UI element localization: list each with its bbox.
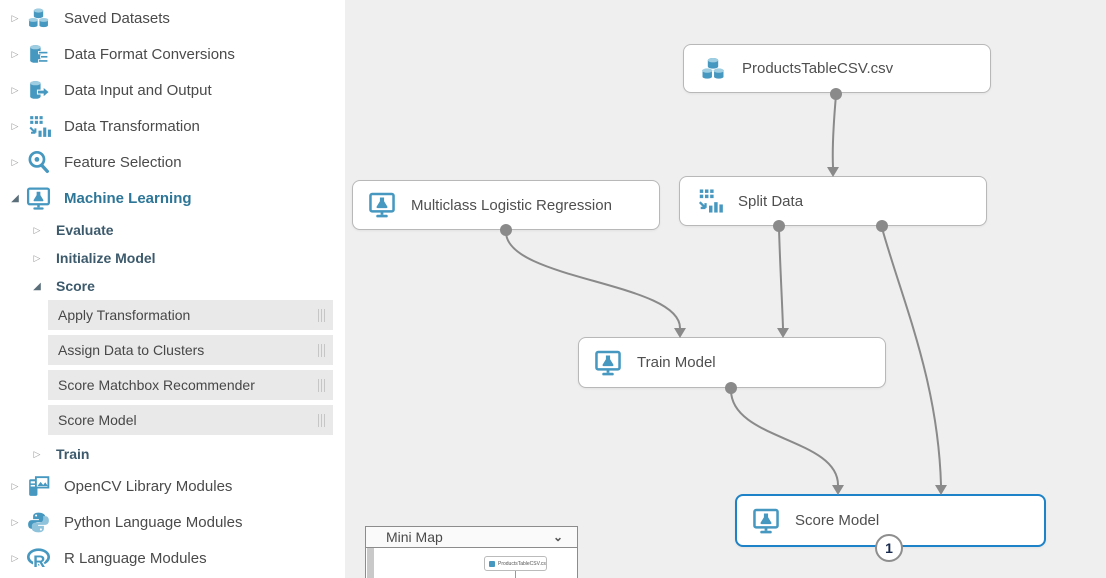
module-label: Apply Transformation <box>58 307 191 323</box>
module-assign-data-to-clusters[interactable]: Assign Data to Clusters <box>48 335 333 365</box>
chevron-down-icon[interactable]: ⌄ <box>552 530 563 544</box>
mini-map-title: Mini Map <box>386 529 443 545</box>
node-products-table-csv[interactable]: ProductsTableCSV.csv <box>683 44 991 93</box>
module-label: Score Model <box>58 412 137 428</box>
sidebar-item-feature-selection[interactable]: ▷ Feature Selection <box>0 144 345 180</box>
machine-learning-icon <box>593 348 623 378</box>
collapsed-arrow-icon: ▷ <box>33 252 41 263</box>
sidebar-item-evaluate[interactable]: ▷ Evaluate <box>0 216 345 244</box>
machine-learning-icon <box>751 506 781 536</box>
subcategory-label: Score <box>56 278 95 294</box>
expanded-arrow-icon: ◢ <box>33 280 41 292</box>
drag-grip-icon <box>318 308 325 322</box>
transformation-icon <box>24 112 52 140</box>
category-label: Data Transformation <box>64 117 200 135</box>
module-score-matchbox-recommender[interactable]: Score Matchbox Recommender <box>48 370 333 400</box>
module-label: Assign Data to Clusters <box>58 342 205 358</box>
subcategory-label: Evaluate <box>56 222 114 238</box>
subcategory-label: Train <box>56 446 90 462</box>
collapsed-arrow-icon: ▷ <box>33 224 41 235</box>
edge-splitdata-to-scoremodel <box>881 227 942 486</box>
python-icon <box>24 508 52 536</box>
sidebar-item-r-language-modules[interactable]: ▷ R R Language Modules <box>0 540 345 576</box>
mini-node-label: ProductsTableCSV.csv <box>498 560 547 567</box>
drag-grip-icon <box>318 343 325 357</box>
subcategory-label: Initialize Model <box>56 250 156 266</box>
collapsed-arrow-icon: ▷ <box>33 448 41 459</box>
sidebar-item-train[interactable]: ▷ Train <box>0 440 345 468</box>
mini-map-viewport[interactable]: ProductsTableCSV.csv <box>365 548 578 578</box>
category-label: OpenCV Library Modules <box>64 477 233 495</box>
dataset-icon <box>698 54 728 84</box>
sidebar-item-data-transformation[interactable]: ▷ Data Transformation <box>0 108 345 144</box>
collapsed-arrow-icon: ▷ <box>11 516 19 527</box>
sidebar-item-score[interactable]: ◢ Score <box>0 272 345 300</box>
sidebar-item-opencv-library-modules[interactable]: ▷ OpenCV Library Modules <box>0 468 345 504</box>
category-label: Feature Selection <box>64 153 182 171</box>
format-conversion-icon <box>24 40 52 68</box>
collapsed-arrow-icon: ▷ <box>11 552 19 563</box>
sidebar-item-data-input-output[interactable]: ▷ Data Input and Output <box>0 72 345 108</box>
drag-grip-icon <box>318 378 325 392</box>
mini-map-sidebar-strip <box>367 548 374 578</box>
sidebar-item-python-language-modules[interactable]: ▷ Python Language Modules <box>0 504 345 540</box>
collapsed-arrow-icon: ▷ <box>11 12 19 23</box>
collapsed-arrow-icon: ▷ <box>11 480 19 491</box>
sidebar-item-initialize-model[interactable]: ▷ Initialize Model <box>0 244 345 272</box>
mini-dataset-icon <box>489 560 495 567</box>
machine-learning-icon <box>24 184 52 212</box>
machine-learning-icon <box>367 190 397 220</box>
collapsed-arrow-icon: ▷ <box>11 156 19 167</box>
category-label: R Language Modules <box>64 549 207 567</box>
category-label: Saved Datasets <box>64 9 170 27</box>
edge-trainmodel-to-scoremodel <box>730 389 839 486</box>
collapsed-arrow-icon: ▷ <box>11 120 19 131</box>
mini-map-edge <box>515 571 516 578</box>
edge-mlr-to-trainmodel <box>505 231 681 329</box>
collapsed-arrow-icon: ▷ <box>11 84 19 95</box>
node-train-model[interactable]: Train Model <box>578 337 886 388</box>
module-label: Score Matchbox Recommender <box>58 377 255 393</box>
sidebar-item-machine-learning[interactable]: ◢ Machine Learning <box>0 180 345 216</box>
node-label: Score Model <box>795 512 880 529</box>
category-label: Data Input and Output <box>64 81 212 99</box>
svg-text:R: R <box>33 551 45 570</box>
node-split-data[interactable]: Split Data <box>679 176 987 226</box>
node-label: Train Model <box>637 354 716 371</box>
input-output-icon <box>24 76 52 104</box>
edge-splitdata-to-trainmodel <box>778 227 784 329</box>
edge-dataset-to-splitdata <box>831 94 837 168</box>
output-port-badge[interactable]: 1 <box>875 534 903 562</box>
mini-map-header[interactable]: Mini Map ⌄ <box>365 526 578 548</box>
sidebar-item-data-format-conversions[interactable]: ▷ Data Format Conversions <box>0 36 345 72</box>
opencv-icon <box>24 472 52 500</box>
drag-grip-icon <box>318 413 325 427</box>
module-score-model[interactable]: Score Model <box>48 405 333 435</box>
module-palette: ▷ Saved Datasets ▷ <box>0 0 345 578</box>
node-label: Split Data <box>738 192 804 210</box>
node-multiclass-logistic-regression[interactable]: Multiclass Logistic Regression <box>352 180 660 230</box>
collapsed-arrow-icon: ▷ <box>11 48 19 59</box>
datasets-icon <box>24 4 52 32</box>
feature-selection-icon <box>24 148 52 176</box>
category-label: Data Format Conversions <box>64 45 235 63</box>
sidebar-item-saved-datasets[interactable]: ▷ Saved Datasets <box>0 0 345 36</box>
expanded-arrow-icon: ◢ <box>11 192 19 204</box>
mini-map-panel: Mini Map ⌄ ProductsTableCSV.csv <box>365 526 578 578</box>
module-apply-transformation[interactable]: Apply Transformation <box>48 300 333 330</box>
category-label: Machine Learning <box>64 189 192 207</box>
mini-map-node: ProductsTableCSV.csv <box>484 556 547 571</box>
node-label: Multiclass Logistic Regression <box>411 196 612 214</box>
r-language-icon: R <box>24 544 52 572</box>
split-data-icon <box>694 186 724 216</box>
experiment-canvas[interactable]: ProductsTableCSV.csv Multiclass Logistic… <box>345 0 1106 578</box>
category-label: Python Language Modules <box>64 513 243 531</box>
node-label: ProductsTableCSV.csv <box>742 60 894 77</box>
